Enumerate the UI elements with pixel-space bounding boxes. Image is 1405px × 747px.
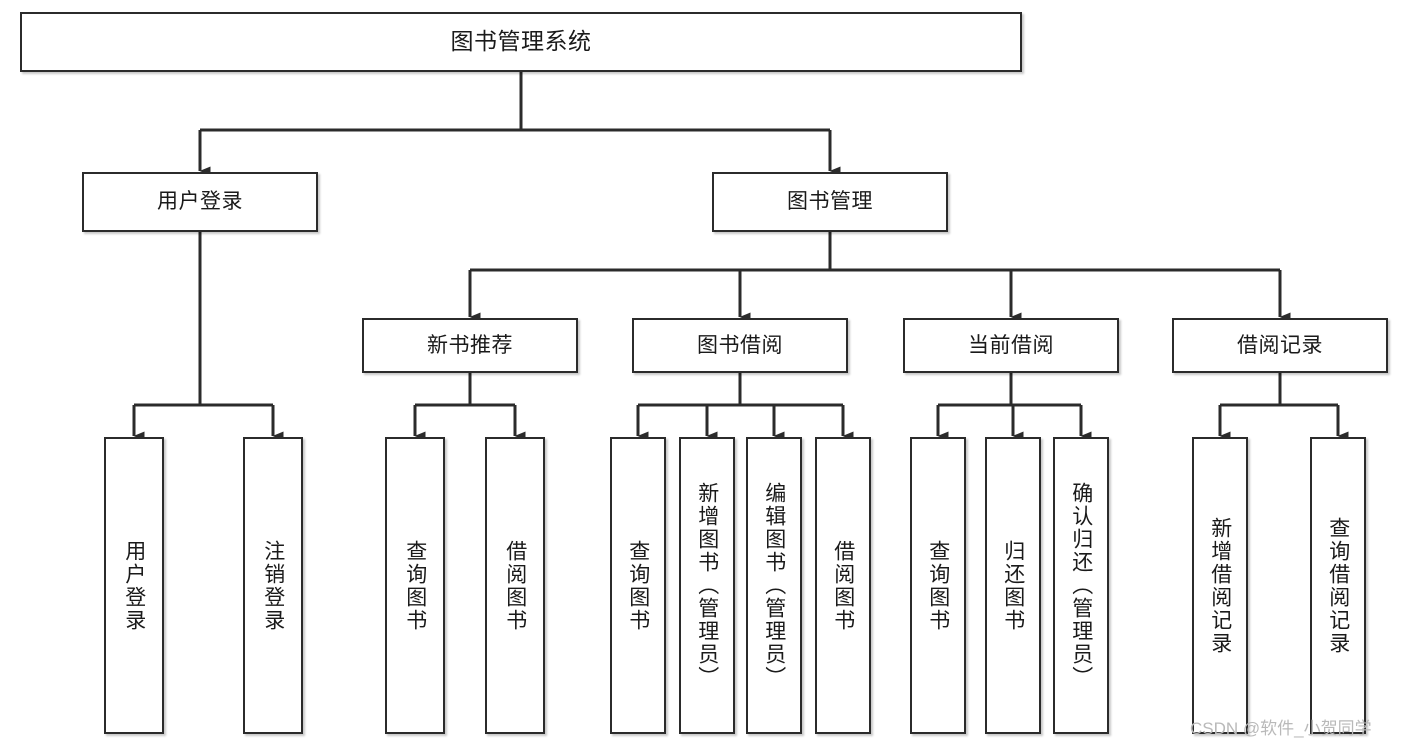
- node-label: 图书管理: [787, 190, 873, 214]
- node-label: 当前借阅: [968, 333, 1054, 357]
- node-leaf-nb-borrow[interactable]: 借阅图书: [485, 437, 545, 734]
- node-current[interactable]: 当前借阅: [903, 318, 1119, 373]
- node-leaf-user-logout[interactable]: 注销登录: [243, 437, 303, 734]
- node-root[interactable]: 图书管理系统: [20, 12, 1022, 72]
- node-newbook[interactable]: 新书推荐: [362, 318, 578, 373]
- node-label: 查询图书: [926, 539, 950, 632]
- node-borrow[interactable]: 图书借阅: [632, 318, 848, 373]
- node-label: 新增借阅记录: [1208, 516, 1232, 655]
- csdn-watermark: CSDN @软件_小贺同学: [1190, 719, 1372, 738]
- node-leaf-bw-add[interactable]: 新增图书（管理员）: [679, 437, 735, 734]
- node-label: 用户登录: [122, 539, 146, 632]
- node-label: 新书推荐: [427, 333, 513, 357]
- node-label: 借阅图书: [831, 539, 855, 632]
- node-leaf-cb-return[interactable]: 归还图书: [985, 437, 1041, 734]
- node-leaf-bw-borrow[interactable]: 借阅图书: [815, 437, 871, 734]
- node-label: 确认归还（管理员）: [1069, 482, 1093, 689]
- node-leaf-bw-query[interactable]: 查询图书: [610, 437, 666, 734]
- node-label: 图书管理系统: [450, 28, 592, 55]
- node-leaf-rc-query[interactable]: 查询借阅记录: [1310, 437, 1366, 734]
- node-leaf-nb-query[interactable]: 查询图书: [385, 437, 445, 734]
- node-label: 借阅图书: [503, 539, 527, 632]
- node-label: 查询图书: [403, 539, 427, 632]
- node-label: 用户登录: [157, 190, 243, 214]
- node-bookmgmt[interactable]: 图书管理: [712, 172, 948, 232]
- node-leaf-user-login[interactable]: 用户登录: [104, 437, 164, 734]
- node-leaf-cb-confirm[interactable]: 确认归还（管理员）: [1053, 437, 1109, 734]
- node-label: 查询图书: [626, 539, 650, 632]
- node-leaf-rc-add[interactable]: 新增借阅记录: [1192, 437, 1248, 734]
- node-records[interactable]: 借阅记录: [1172, 318, 1388, 373]
- node-leaf-bw-edit[interactable]: 编辑图书（管理员）: [746, 437, 802, 734]
- node-label: 新增图书（管理员）: [695, 482, 719, 689]
- node-label: 注销登录: [261, 539, 285, 632]
- node-label: 编辑图书（管理员）: [762, 482, 786, 689]
- node-login[interactable]: 用户登录: [82, 172, 318, 232]
- node-label: 借阅记录: [1237, 333, 1323, 357]
- node-label: 归还图书: [1001, 539, 1025, 632]
- node-label: 查询借阅记录: [1326, 516, 1350, 655]
- node-label: 图书借阅: [697, 333, 783, 357]
- node-leaf-cb-query[interactable]: 查询图书: [910, 437, 966, 734]
